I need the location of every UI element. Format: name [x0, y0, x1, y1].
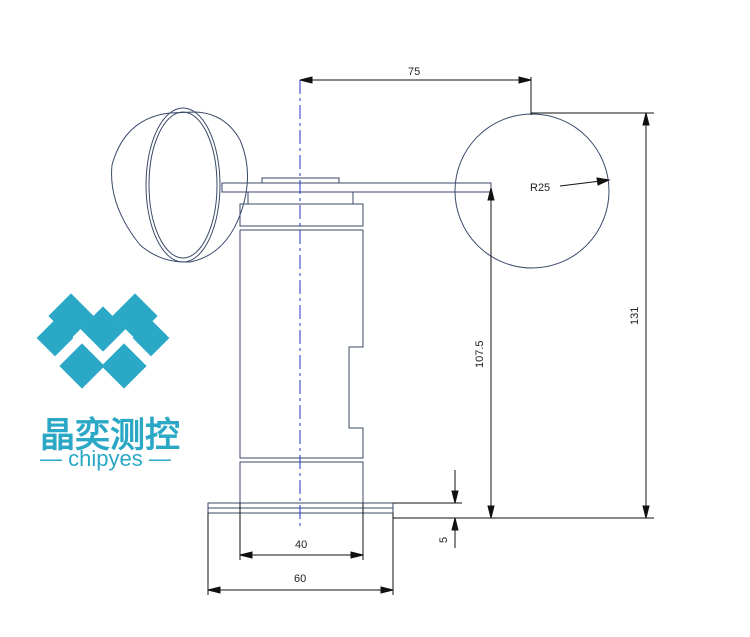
logo-chinese-name: 晶奕测控	[40, 416, 181, 456]
dimension-40	[239, 503, 364, 560]
dimension-75	[299, 76, 532, 115]
logo-english-name: — chipyes —	[40, 446, 171, 471]
sensor-body	[207, 177, 394, 514]
dimension-75-label: 75	[408, 66, 420, 78]
dimension-40-label: 40	[295, 539, 307, 551]
right-cup	[454, 113, 610, 269]
left-cup	[111, 107, 248, 263]
dimension-107-5-label: 107.5	[474, 340, 486, 368]
dimension-131-label: 131	[629, 307, 641, 325]
dimension-5-label: 5	[438, 537, 450, 543]
logo-mark	[36, 293, 170, 389]
dimension-131	[393, 112, 654, 519]
logo-diamond-bottom-right	[101, 343, 147, 389]
cup-arm	[221, 182, 492, 193]
logo-diamond-bottom-left	[59, 343, 105, 389]
dimension-107-5	[487, 187, 495, 519]
logo-diamond-right	[132, 319, 170, 357]
dimension-r25-label: R25	[530, 182, 550, 194]
logo-diamond-left	[36, 319, 74, 357]
dimension-60-label: 60	[294, 573, 306, 585]
dimension-5	[393, 470, 462, 548]
dimension-60	[207, 513, 394, 595]
dimension-r25	[559, 177, 611, 187]
